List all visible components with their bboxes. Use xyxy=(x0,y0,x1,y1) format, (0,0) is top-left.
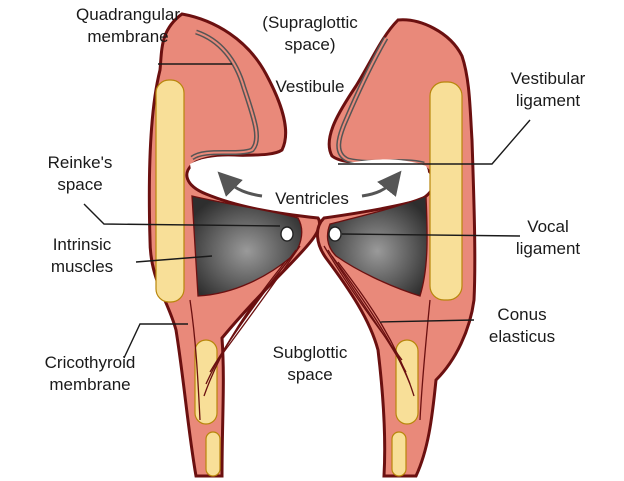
label-reinkes-2: space xyxy=(57,175,102,194)
label-subglottic-1: Subglottic xyxy=(273,343,348,362)
label-reinkes-1: Reinke's xyxy=(48,153,113,172)
left-ventricle xyxy=(190,156,307,184)
leader-conus xyxy=(379,319,475,323)
label-conus-2: elasticus xyxy=(489,327,555,346)
label-quadrangular-2: membrane xyxy=(87,27,168,46)
left-lower-cartilage xyxy=(205,431,221,477)
label-ventricles: Ventricles xyxy=(275,189,349,208)
label-vocal-2: ligament xyxy=(516,239,581,258)
label-vestibular-2: ligament xyxy=(516,91,581,110)
leader-vestibular xyxy=(338,119,531,165)
label-subglottic-2: space xyxy=(287,365,332,384)
label-supraglottic-1: (Supraglottic xyxy=(262,13,358,32)
left-vocal-ligament xyxy=(280,226,294,242)
leader-intrinsic xyxy=(135,255,213,263)
left-wall xyxy=(147,12,322,478)
label-intrinsic-1: Intrinsic xyxy=(53,235,112,254)
label-quadrangular-1: Quadrangular xyxy=(76,5,180,24)
right-intrinsic-muscles xyxy=(326,195,428,297)
right-cricoid-cartilage xyxy=(395,339,419,425)
leader-cricothyroid xyxy=(123,323,188,359)
left-cricoid-cartilage xyxy=(194,339,218,425)
label-vocal-1: Vocal xyxy=(527,217,569,236)
leader-vocal xyxy=(341,233,521,237)
label-vestibular-1: Vestibular xyxy=(511,69,586,88)
label-conus-1: Conus xyxy=(497,305,546,324)
leader-reinkes xyxy=(83,203,281,227)
left-thyroid-cartilage xyxy=(155,79,185,303)
label-cricothyroid-2: membrane xyxy=(49,375,130,394)
right-thyroid-cartilage xyxy=(429,81,463,301)
arrow-left-icon xyxy=(217,171,263,198)
label-cricothyroid-1: Cricothyroid xyxy=(45,353,136,372)
label-vestibule: Vestibule xyxy=(276,77,345,96)
arrow-right-icon xyxy=(361,170,402,198)
right-vocal-ligament xyxy=(328,226,342,242)
label-supraglottic-2: space) xyxy=(284,35,335,54)
right-lower-cartilage xyxy=(391,431,407,477)
label-intrinsic-2: muscles xyxy=(51,257,113,276)
left-intrinsic-muscles xyxy=(191,195,303,297)
